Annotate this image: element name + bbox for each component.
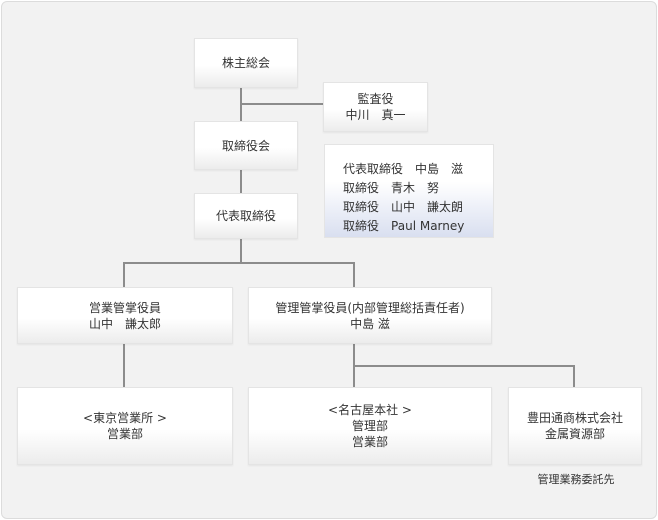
director-name: 中島 滋: [415, 162, 464, 176]
connector-to-admin-officer: [353, 262, 355, 287]
shareholders-meeting-label: 株主総会: [221, 56, 270, 70]
representative-director-box: 代表取締役: [194, 193, 298, 239]
director-role: 取締役: [343, 200, 380, 214]
tokyo-sales-dept: 営業部: [106, 427, 143, 441]
director-name: 山中 謙太朗: [391, 200, 464, 214]
sales-officer-box: 営業管掌役員 山中 謙太郎: [17, 287, 233, 344]
director-row: 取締役 山中 謙太朗: [343, 198, 493, 217]
connector-to-toyota: [573, 365, 575, 387]
auditor-name: 中川 真一: [345, 108, 406, 122]
director-role: 代表取締役: [343, 162, 404, 176]
connector-admin-to-toyota-horizontal: [353, 365, 575, 367]
nagoya-hq-box: <名古屋本社 > 管理部 営業部: [248, 387, 492, 465]
connector-board-representative: [240, 170, 242, 193]
directors-list-box: 代表取締役 中島 滋 取締役 青木 努 取締役 山中 謙太朗 取締役 Paul …: [324, 144, 494, 238]
tokyo-office-box: <東京営業所 > 営業部: [17, 387, 233, 465]
tokyo-office-label: <東京営業所 >: [83, 411, 167, 425]
sales-officer-title: 営業管掌役員: [88, 300, 161, 315]
admin-officer-box: 管理管掌役員(内部管理総括責任者) 中島 滋: [248, 287, 492, 344]
board-of-directors-label: 取締役会: [221, 138, 270, 153]
board-of-directors-box: 取締役会: [194, 121, 298, 170]
connector-officers-horizontal: [123, 262, 355, 264]
connector-representative-split: [240, 239, 242, 263]
director-role: 取締役: [343, 181, 380, 195]
nagoya-hq-label: <名古屋本社 >: [328, 403, 412, 417]
admin-officer-title: 管理管掌役員(内部管理総括責任者): [275, 300, 465, 315]
connector-sales-to-tokyo: [123, 344, 125, 387]
sales-officer-name: 山中 謙太郎: [88, 316, 161, 331]
director-role: 取締役: [343, 219, 380, 233]
admin-officer-name: 中島 滋: [350, 316, 390, 331]
shareholders-meeting-box: 株主総会: [194, 38, 298, 88]
toyota-tsusho-company: 豊田通商株式会社: [526, 411, 623, 425]
connector-auditor-branch: [240, 103, 323, 105]
auditor-box: 監査役 中川 真一: [323, 82, 428, 132]
nagoya-admin-dept: 管理部: [351, 419, 388, 433]
director-row: 代表取締役 中島 滋: [343, 160, 493, 179]
toyota-tsusho-box: 豊田通商株式会社 金属資源部: [508, 387, 642, 465]
toyota-tsusho-dept: 金属資源部: [544, 427, 605, 441]
director-row: 取締役 Paul Marney: [343, 217, 493, 236]
connector-to-sales-officer: [123, 262, 125, 287]
director-name: 青木 努: [391, 181, 440, 195]
director-row: 取締役 青木 努: [343, 179, 493, 198]
outsourcing-note: 管理業務委託先: [537, 473, 615, 486]
director-name: Paul Marney: [391, 219, 465, 233]
nagoya-sales-dept: 営業部: [351, 435, 388, 449]
representative-director-label: 代表取締役: [215, 209, 276, 223]
auditor-title: 監査役: [357, 92, 394, 106]
